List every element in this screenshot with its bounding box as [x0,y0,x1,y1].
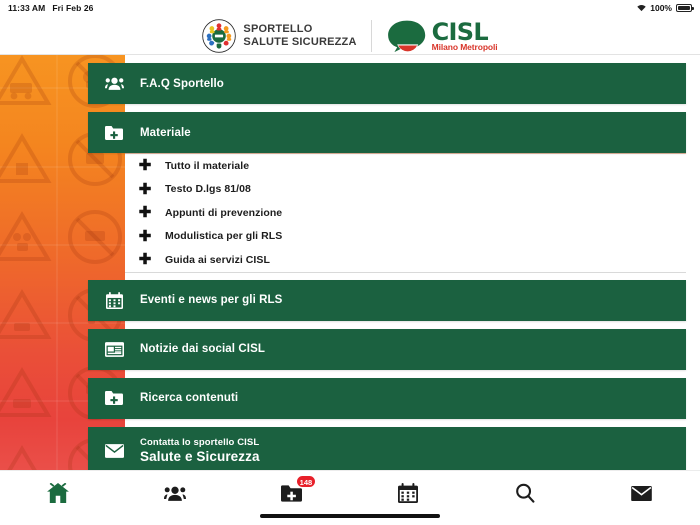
menu-label-faq: F.A.Q Sportello [140,77,224,90]
sportello-circle-logo [202,18,237,53]
plus-icon: ✚ [138,204,152,222]
plus-icon: ✚ [138,227,152,245]
menu-row-contatta: Contatta lo sportello CISL Salute e Sicu… [0,426,700,475]
plus-icon: ✚ [138,157,152,175]
contatta-line1: Contatta lo sportello CISL [140,437,260,448]
header-divider [370,19,372,52]
menu-row-eventi: Eventi e news per gli RLS [0,279,700,321]
battery-percent: 100% [650,3,672,13]
status-date: Fri Feb 26 [52,3,94,13]
menu-row-faq: F.A.Q Sportello [0,63,700,104]
nav-item-home[interactable] [0,478,117,508]
news-article-icon [88,341,140,357]
search-icon [515,483,535,503]
submenu-bottom-rule [125,271,686,273]
nav-item-materiale[interactable]: 148 [233,475,350,508]
home-icon [47,483,70,503]
submenu-label-1: Testo D.lgs 81/08 [165,183,251,196]
submenu-item-appunti-di-prevenzione[interactable]: ✚ Appunti di prevenzione [125,201,686,225]
cisl-subtitle: Milano Metropoli [431,41,498,52]
cisl-logo: CISL Milano Metropoli [386,19,498,53]
submenu-label-0: Tutto il materiale [165,159,250,172]
status-bar-right: 100% [637,3,694,13]
wifi-icon [637,4,646,12]
menu-row-notizie: Notizie dai social CISL [0,328,700,370]
folder-plus-icon [88,125,140,141]
nav-item-eventi[interactable] [350,478,467,508]
battery-full-icon [676,4,694,12]
calendar-icon [398,483,419,503]
menu-item-faq-sportello[interactable]: F.A.Q Sportello [88,63,686,104]
cisl-logo-text: CISL Milano Metropoli [432,20,498,52]
menu-label-contatta: Contatta lo sportello CISL Salute e Sicu… [140,437,260,464]
menu-item-ricerca-contenuti[interactable]: Ricerca contenuti [88,377,686,419]
menu-label-ricerca: Ricerca contenuti [140,392,239,404]
home-indicator[interactable] [260,514,440,518]
menu-row-ricerca: Ricerca contenuti [0,377,700,419]
submenu-item-guida-ai-servizi-cisl[interactable]: ✚ Guida ai servizi CISL [125,248,686,272]
submenu-label-3: Modulistica per gli RLS [165,230,283,243]
submenu-item-tutto-il-materiale[interactable]: ✚ Tutto il materiale [125,154,686,178]
submenu-top-rule [125,153,686,154]
sportello-logo: SPORTELLO SALUTE SICUREZZA [202,18,356,53]
sportello-logo-text: SPORTELLO SALUTE SICUREZZA [243,23,356,49]
menu-label-eventi: Eventi e news per gli RLS [140,294,283,306]
nav-item-contatti[interactable] [583,478,700,508]
folder-plus-icon [281,484,303,503]
calendar-icon [88,291,140,309]
menu-row-materiale: Materiale [0,112,700,153]
main-menu: F.A.Q Sportello Materiale ✚ [0,55,700,475]
nav-item-ricerca[interactable] [467,478,584,508]
nav-badge-materiale: 148 [295,475,317,488]
cisl-leaf-logo [386,19,428,53]
bottom-navigation: 148 [0,470,700,525]
menu-item-notizie-social-cisl[interactable]: Notizie dai social CISL [88,328,686,370]
sportello-line1: SPORTELLO [243,22,313,35]
menu-item-eventi-news-rls[interactable]: Eventi e news per gli RLS [88,279,686,321]
plus-icon: ✚ [138,180,152,198]
status-time: 11:33 AM [8,3,46,13]
menu-label-notizie: Notizie dai social CISL [140,343,265,355]
submenu-label-2: Appunti di prevenzione [165,206,283,219]
nav-item-people[interactable] [117,478,234,508]
people-group-icon [164,485,186,502]
cisl-name: CISL [431,17,489,46]
submenu-materiale: ✚ Tutto il materiale ✚ Testo D.lgs 81/08… [125,154,686,272]
plus-icon: ✚ [138,251,152,269]
status-bar: 11:33 AM Fri Feb 26 100% [0,0,700,16]
menu-label-materiale: Materiale [140,126,191,139]
status-bar-left: 11:33 AM Fri Feb 26 [8,3,94,13]
people-group-icon [88,76,140,91]
submenu-item-modulistica-per-gli-rls[interactable]: ✚ Modulistica per gli RLS [125,224,686,248]
header-rule [0,54,700,55]
submenu-item-testo-dlgs-81-08[interactable]: ✚ Testo D.lgs 81/08 [125,177,686,201]
menu-item-contatta-sportello[interactable]: Contatta lo sportello CISL Salute e Sicu… [88,426,686,475]
menu-item-materiale[interactable]: Materiale [88,112,686,153]
folder-plus-icon [88,390,140,406]
submenu-label-4: Guida ai servizi CISL [165,253,270,266]
envelope-icon [88,443,140,458]
app-header: SPORTELLO SALUTE SICUREZZA CISL Milano M… [0,16,700,55]
envelope-icon [631,485,652,501]
sportello-line2: SALUTE SICUREZZA [243,35,357,48]
contatta-line2: Salute e Sicurezza [140,449,260,464]
